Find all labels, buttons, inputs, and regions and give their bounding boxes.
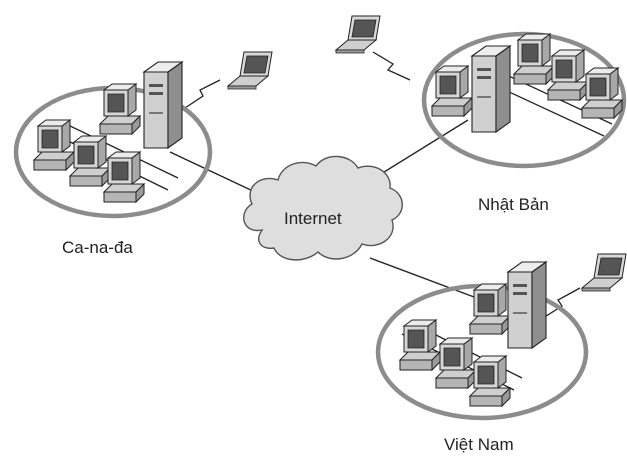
desktop-computer-icon (469, 283, 511, 335)
laptop-icon (335, 15, 381, 54)
desktop-computer-icon (513, 33, 555, 85)
network-canada: Ca-na-đa (13, 51, 273, 257)
lan-backbone (491, 83, 605, 137)
server-icon (507, 261, 547, 349)
server-icon (471, 45, 511, 133)
desktop-computer-icon (581, 67, 623, 119)
network-vietnam: Việt Nam (375, 253, 627, 454)
lan-backbone (65, 123, 179, 179)
laptop-icon (581, 253, 627, 292)
desktop-computer-icon (69, 135, 111, 187)
desktop-computer-icon (431, 65, 473, 117)
link-vietnam-internet (369, 257, 483, 301)
desktop-computer-icon (103, 151, 145, 203)
network-label-japan: Nhật Bản (478, 195, 549, 214)
wireless-link-vietnam (542, 287, 581, 319)
network-japan: Nhật Bản (335, 15, 627, 214)
wireless-link-japan (372, 51, 411, 81)
desktop-computer-icon (435, 337, 477, 389)
cloud-label: Internet (284, 209, 342, 228)
server-icon (143, 61, 183, 149)
network-label-vietnam: Việt Nam (444, 435, 514, 454)
desktop-computer-icon (33, 119, 75, 171)
desktop-computer-icon (547, 49, 589, 101)
desktop-computer-icon (469, 355, 511, 407)
laptop-icon (227, 51, 273, 90)
desktop-computer-icon (399, 319, 441, 371)
desktop-computer-icon (99, 83, 141, 135)
network-label-canada: Ca-na-đa (62, 238, 133, 257)
cloud-icon (243, 155, 403, 261)
wireless-links (184, 51, 581, 319)
internet-cloud: Internet (243, 155, 403, 261)
link-japan-internet (367, 119, 469, 183)
wireless-link-canada (184, 79, 221, 109)
network-ring (421, 31, 627, 169)
